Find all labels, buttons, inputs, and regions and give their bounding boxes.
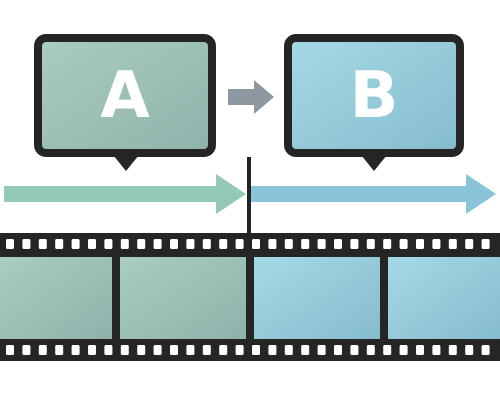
sprocket-hole: [22, 239, 31, 249]
film-frame-a2: [120, 257, 246, 339]
sprocket-hole: [55, 345, 64, 355]
cut-marker-line: [247, 157, 251, 340]
sprocket-hole: [71, 239, 80, 249]
film-frame-a1: [0, 257, 112, 339]
sprocket-hole: [22, 345, 31, 355]
sprocket-hole: [153, 345, 162, 355]
sprocket-hole: [334, 239, 342, 249]
callout-a-box: [34, 34, 216, 157]
sprocket-hole: [137, 345, 146, 355]
sprocket-hole: [202, 345, 211, 355]
sprocket-hole: [284, 239, 293, 249]
callout-b-pointer: [361, 155, 387, 171]
film-frame-b1: [254, 257, 380, 339]
callout-a-letter: A: [100, 59, 150, 133]
callout-a-pointer: [113, 155, 139, 171]
film-frame-b2: [388, 257, 500, 339]
sprocket-hole: [88, 239, 96, 249]
sprocket-hole: [350, 239, 359, 249]
sprocket-hole: [137, 239, 146, 249]
sprocket-hole: [268, 239, 277, 249]
sprocket-hole: [252, 239, 260, 249]
sprocket-hole: [170, 239, 178, 249]
sprocket-hole: [366, 345, 375, 355]
sprocket-hole: [55, 239, 64, 249]
sprocket-hole: [481, 345, 490, 355]
blue-timeline-arrow: [250, 174, 496, 214]
sprocket-hole: [38, 239, 47, 249]
sprocket-hole: [235, 345, 244, 355]
sprocket-hole: [268, 345, 277, 355]
sprocket-hole: [235, 239, 244, 249]
sprocket-hole: [170, 345, 178, 355]
sprocket-hole: [219, 345, 228, 355]
sprocket-hole: [366, 239, 375, 249]
sprocket-hole: [432, 345, 441, 355]
sprocket-hole: [153, 239, 162, 249]
sprocket-hole: [334, 345, 342, 355]
callout-b-letter: B: [350, 59, 399, 133]
sprocket-hole: [317, 239, 326, 249]
sprocket-hole: [202, 239, 211, 249]
sprocket-hole: [416, 345, 424, 355]
sprocket-hole: [448, 239, 457, 249]
sprocket-hole: [6, 345, 14, 355]
sprocket-hole: [350, 345, 359, 355]
sprocket-hole: [284, 345, 293, 355]
sprocket-hole: [465, 239, 474, 249]
connector-arrow: [228, 80, 274, 114]
callout-b-box: [284, 34, 464, 157]
sprocket-hole: [186, 239, 195, 249]
sprocket-hole: [465, 345, 474, 355]
sprocket-hole: [71, 345, 80, 355]
sprocket-hole: [88, 345, 96, 355]
sprocket-hole: [481, 239, 490, 249]
green-timeline-arrow: [4, 174, 246, 214]
sprocket-hole: [448, 345, 457, 355]
film-sprocket-row-top: [6, 239, 490, 249]
sprocket-hole: [317, 345, 326, 355]
sprocket-hole: [399, 345, 408, 355]
sprocket-hole: [104, 239, 113, 249]
timeline-arrows: [4, 174, 496, 214]
sprocket-hole: [120, 345, 129, 355]
sprocket-hole: [301, 345, 310, 355]
callout-b: B: [284, 34, 464, 171]
sprocket-hole: [383, 345, 392, 355]
sprocket-hole: [432, 239, 441, 249]
sprocket-hole: [186, 345, 195, 355]
callout-a: A: [34, 34, 216, 171]
sprocket-hole: [219, 239, 228, 249]
sprocket-hole: [38, 345, 47, 355]
sprocket-hole: [399, 239, 408, 249]
sprocket-hole: [120, 239, 129, 249]
sprocket-hole: [383, 239, 392, 249]
film-sprocket-row-bottom: [6, 345, 490, 355]
sprocket-hole: [416, 239, 424, 249]
sprocket-hole: [301, 239, 310, 249]
sprocket-hole: [6, 239, 14, 249]
sprocket-hole: [104, 345, 113, 355]
sprocket-hole: [252, 345, 260, 355]
